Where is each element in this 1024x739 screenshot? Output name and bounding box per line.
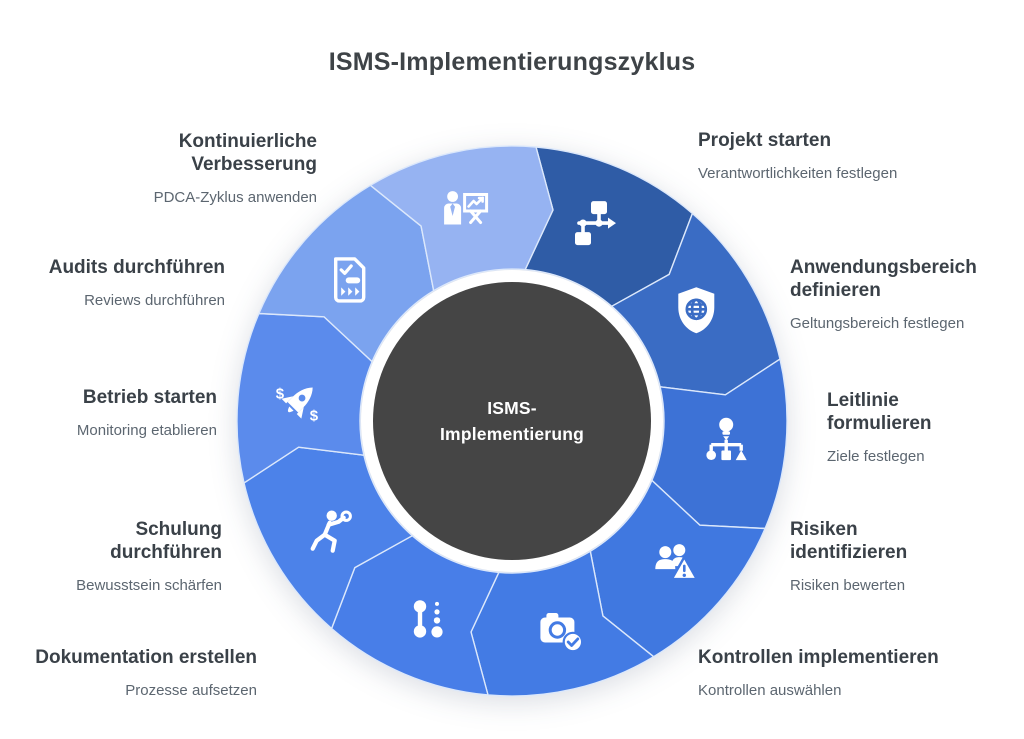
step-subtitle: Geltungsbereich festlegen xyxy=(790,314,965,332)
center-label-line2: Implementierung xyxy=(440,424,584,444)
page-title: ISMS-Implementierungszyklus xyxy=(328,48,696,76)
center-label: ISMS- Implementierung xyxy=(402,395,622,448)
step-subtitle: Prozesse aufsetzen xyxy=(125,681,257,699)
center-label-line1: ISMS- xyxy=(487,397,537,418)
step-subtitle: Ziele festlegen xyxy=(827,447,925,465)
step-subtitle: Monitoring etablieren xyxy=(76,421,217,439)
presenter-chart-icon xyxy=(444,191,489,225)
step-title: Anwendungsbereich definieren xyxy=(790,257,977,301)
step-subtitle: PDCA-Zyklus anwenden xyxy=(153,188,317,206)
step-label-anwendungsbereich: Anwendungsbereich definieren Geltungsber… xyxy=(790,257,1005,333)
step-label-betrieb: Betrieb starten Monitoring etablieren xyxy=(7,387,217,440)
step-label-audits: Audits durchführen Reviews durchführen xyxy=(5,257,225,310)
step-subtitle: Bewusstsein schärfen xyxy=(76,576,222,594)
timeline-icon xyxy=(413,600,443,638)
step-label-kontrollen: Kontrollen implementieren Kontrollen aus… xyxy=(698,647,1020,700)
step-title: Leitlinie formulieren xyxy=(827,390,932,434)
step-label-projekt-starten: Projekt starten Verantwortlichkeiten fes… xyxy=(698,130,998,183)
step-title: Schulung durchführen xyxy=(110,519,222,563)
step-title: Risiken identifizieren xyxy=(790,519,908,563)
camera-check-icon xyxy=(540,613,584,653)
step-title: Projekt starten xyxy=(698,130,832,151)
rocket-dollar-icon: $ $ xyxy=(276,385,319,424)
step-subtitle: Kontrollen auswählen xyxy=(698,681,842,699)
step-label-dokumentation: Dokumentation erstellen Prozesse aufsetz… xyxy=(0,647,257,700)
step-title: Dokumentation erstellen xyxy=(35,647,257,668)
checklist-icon xyxy=(334,257,366,303)
svg-text:$: $ xyxy=(276,385,285,402)
step-label-risiken: Risiken identifizieren Risiken bewerten xyxy=(790,519,960,595)
flowchart-icon xyxy=(575,201,616,246)
step-label-schulung: Schulung durchführen Bewusstsein schärfe… xyxy=(57,519,222,595)
idea-hierarchy-icon xyxy=(706,417,747,461)
step-label-kontinuierliche: Kontinuierliche Verbesserung PDCA-Zyklus… xyxy=(105,131,317,207)
step-subtitle: Verantwortlichkeiten festlegen xyxy=(698,164,898,182)
step-subtitle: Reviews durchführen xyxy=(84,291,225,309)
svg-text:$: $ xyxy=(310,407,319,424)
shield-globe-icon xyxy=(678,287,715,334)
wheel-segment-9 xyxy=(369,145,554,292)
step-title: Audits durchführen xyxy=(48,257,225,278)
step-title: Kontrollen implementieren xyxy=(698,647,939,668)
step-label-leitlinie: Leitlinie formulieren Ziele festlegen xyxy=(827,390,977,466)
step-title: Kontinuierliche Verbesserung xyxy=(178,131,317,175)
step-title: Betrieb starten xyxy=(82,387,217,408)
users-warning-icon xyxy=(655,544,698,581)
runner-icon xyxy=(310,510,352,553)
step-subtitle: Risiken bewerten xyxy=(790,576,906,594)
center-disc xyxy=(373,282,651,560)
